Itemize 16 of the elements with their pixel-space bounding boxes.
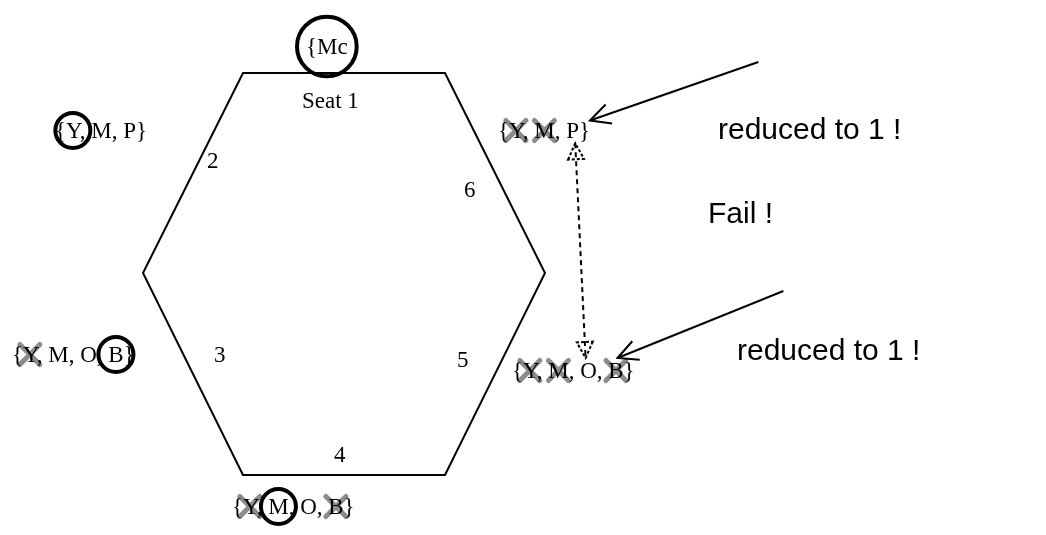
domain-set: {Mc	[306, 34, 348, 60]
note-text: Fail !	[708, 196, 773, 229]
arrow	[588, 61, 760, 125]
domain-set: {Y, M, P}	[55, 118, 147, 144]
domain-set: {Y, M, O, B}	[512, 358, 635, 384]
seat-number: 4	[334, 442, 346, 468]
arrow	[616, 290, 785, 361]
seat-label: Seat 1	[302, 88, 359, 114]
domain-set: {Y, M, P}	[498, 118, 590, 144]
note-text: reduced to 1 !	[737, 333, 921, 366]
double-arrow	[567, 142, 594, 359]
note-text: reduced to 1 !	[718, 112, 902, 145]
seat-number: 6	[464, 177, 476, 203]
seat-number: 5	[457, 347, 469, 373]
seat-number: 3	[214, 342, 226, 368]
seat-number: 2	[207, 148, 219, 174]
